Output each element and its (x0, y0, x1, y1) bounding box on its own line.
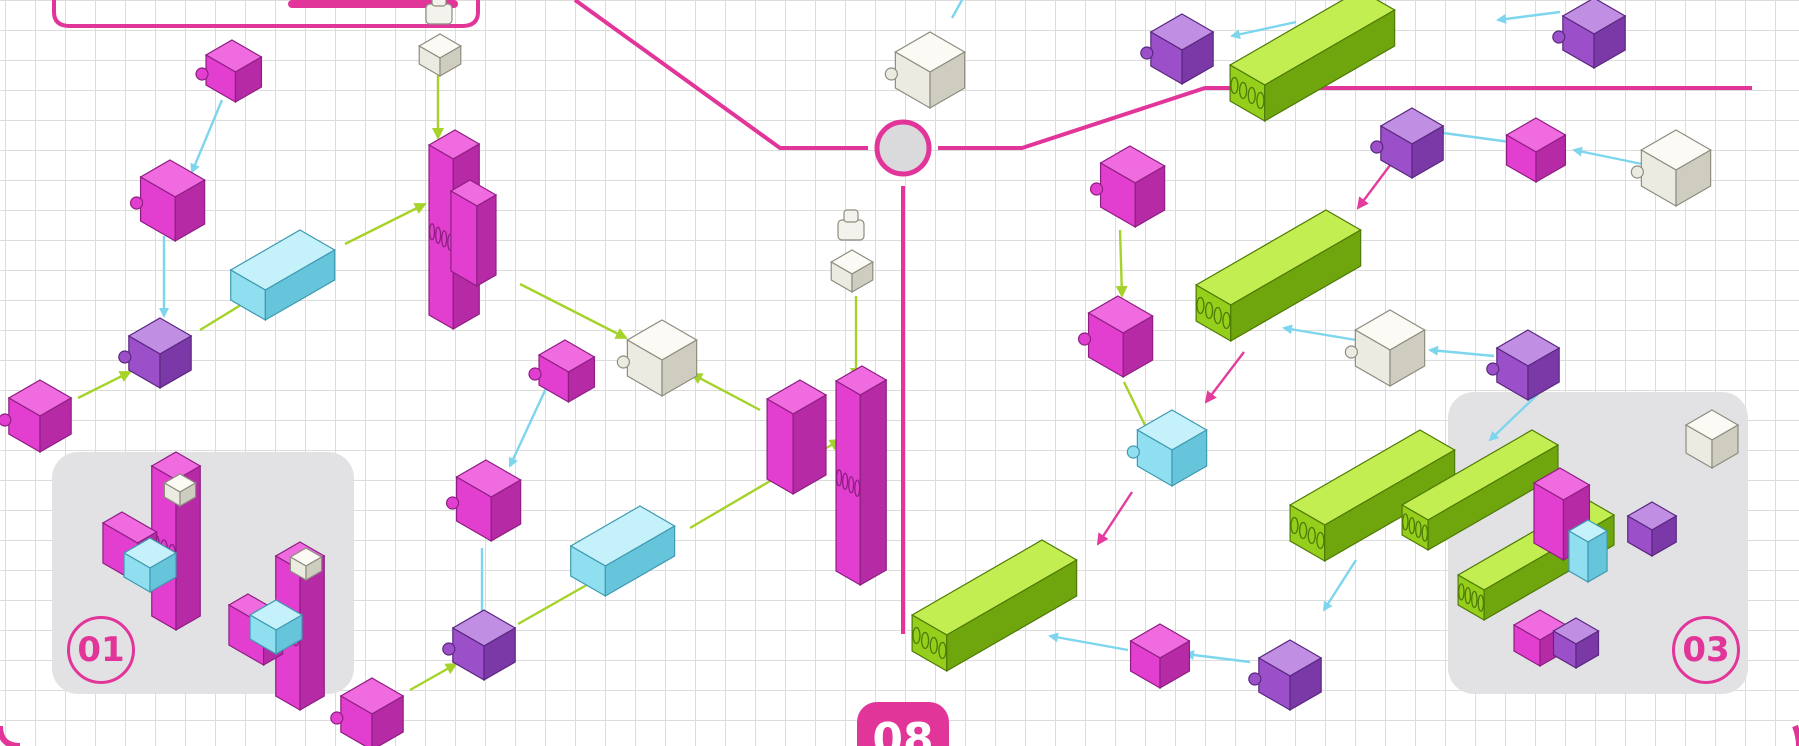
page-number-tab: 08 (857, 702, 949, 746)
arrow-cyan-top-2 (1498, 12, 1560, 20)
purple-connector-block-r1 (1371, 108, 1443, 178)
magenta-angle-block-r1 (1091, 146, 1165, 227)
divider-upper-right (938, 88, 1752, 148)
arrow-mag-r3 (1098, 492, 1132, 544)
arrow-cyan-r1 (1436, 132, 1510, 142)
inset-03-white-cube (1686, 410, 1738, 468)
arrow-green-1 (78, 372, 130, 398)
inset-03-cyan-link (1569, 520, 1607, 582)
white-clip-block-2 (831, 210, 873, 292)
divider-upper-left (575, 0, 868, 148)
arrow-cyan-r4 (1430, 350, 1494, 356)
arrow-green-10 (692, 374, 760, 410)
purple-connector-block (119, 318, 191, 388)
white-cube-block-top (885, 32, 964, 108)
arrow-green-5 (520, 284, 626, 338)
arrow-green-3 (345, 204, 425, 244)
arrow-cyan-3 (510, 384, 548, 466)
step-01-badge: 01 (67, 616, 135, 684)
circle-node-icon (877, 122, 929, 174)
cyan-brick-block (231, 230, 335, 320)
purple-connector-block-top-right (1553, 0, 1625, 68)
arrow-cyan-r2 (1574, 150, 1642, 164)
inset-03-purple-a (1628, 502, 1676, 556)
white-cube-block-r1 (1631, 130, 1710, 206)
magenta-cube-block (0, 380, 71, 452)
purple-connector-block-2 (443, 610, 515, 680)
magenta-small-block-r (1507, 118, 1566, 182)
green-long-brick-r1 (1196, 210, 1361, 341)
arrow-mag-r2 (1206, 352, 1244, 402)
arrow-green-r1 (1120, 230, 1122, 296)
step-03-badge: 03 (1672, 616, 1740, 684)
white-cube-block-r2 (1345, 310, 1424, 386)
green-long-brick-r3 (912, 540, 1077, 671)
arrow-cyan-r8 (1050, 636, 1128, 650)
magenta-angle-block (131, 160, 205, 241)
magenta-tower-frame-2 (836, 366, 886, 585)
arrow-cyan-1 (192, 100, 222, 172)
cyan-brick-block-2 (571, 506, 675, 596)
magenta-angle-block-top-2 (529, 340, 594, 402)
arrow-green-6 (410, 664, 456, 690)
magenta-small-block-r2 (1131, 624, 1190, 688)
white-cube-block (617, 320, 696, 396)
arrow-cyan-r6 (1324, 560, 1356, 610)
purple-connector-block-r2 (1487, 330, 1559, 400)
magenta-angle-block-2 (447, 460, 521, 541)
arrow-cyan-r7 (1186, 654, 1250, 662)
white-clip-block (419, 0, 461, 76)
arrow-cyan-r3 (1284, 328, 1356, 340)
green-long-brick-top (1230, 0, 1395, 121)
magenta-angle-block-top (196, 40, 261, 102)
magenta-cube-block-2 (331, 678, 403, 746)
arrow-cyan-stub (952, 0, 962, 18)
magenta-angle-block-r2 (1079, 296, 1153, 377)
magenta-tower-fin (451, 180, 496, 286)
magenta-tower-fin-2 (767, 380, 826, 494)
cyan-brick-block-r (1127, 410, 1206, 486)
purple-connector-block-top-left (1141, 14, 1213, 84)
purple-connector-block-r3 (1249, 640, 1321, 710)
